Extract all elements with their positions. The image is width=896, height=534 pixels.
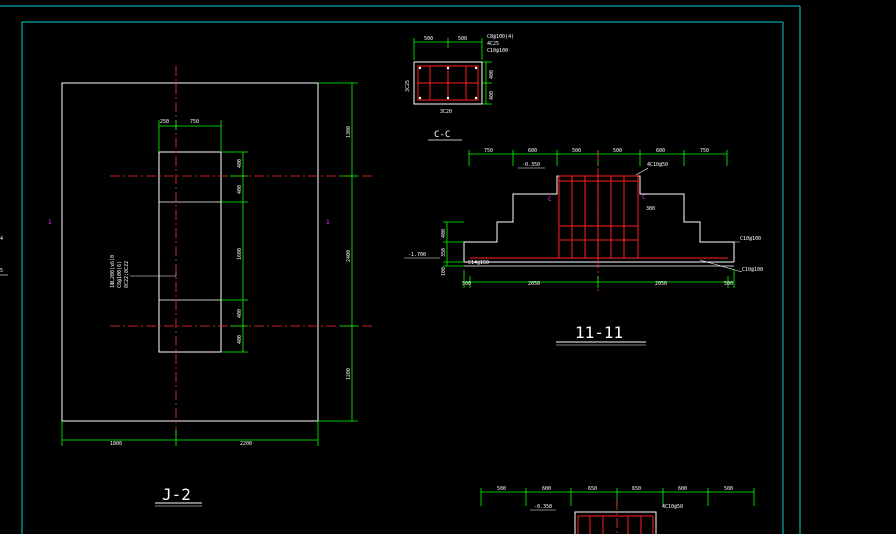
section-bottom-partial: 500 600 650 650 600 500 -0.350 4C10@50 (480, 486, 755, 534)
dimension-label: 2400 (346, 250, 352, 262)
dimension-label: 500 (724, 486, 733, 492)
cc-title: C-C (434, 130, 450, 140)
level-label: -1.700 (408, 252, 426, 258)
section-marker-right: 1 (326, 219, 330, 226)
dimension-label: 500 (424, 36, 433, 42)
level-label: -0.350 (522, 162, 540, 168)
dimension-label: 380 (646, 206, 655, 212)
section-title: 11-11 (575, 323, 623, 342)
footing-outline (61, 82, 319, 422)
cc-rebar-dots (418, 66, 478, 100)
rebar-note: 4C10@50 (647, 162, 668, 168)
dimension-label: 400 (489, 91, 495, 100)
rebar-note: C10@100 (742, 267, 763, 273)
column-rebar-note: 1ФL200(x6)0 C8@100(6) 8C22;8C22 (110, 255, 176, 288)
rebar-note: 3C20 (440, 109, 452, 115)
s11-bottom-dimensions (463, 270, 735, 288)
dimension-label: 2050 (655, 281, 667, 287)
dimension-label: 350 (441, 248, 447, 257)
dimension-label: 400 (237, 335, 243, 344)
dimension-label: 500 (613, 148, 622, 154)
dimension-label: 1600 (237, 248, 243, 260)
s11-rebar-cage (470, 175, 728, 259)
dimension-label: 1800 (110, 441, 122, 447)
dimension-label: 600 (528, 148, 537, 154)
level-label: -0.350 (534, 504, 552, 510)
dimension-label: 400 (237, 185, 243, 194)
s11-footing-profile (463, 175, 735, 262)
dimension-label: 1300 (346, 126, 352, 138)
dimension-label: 750 (484, 148, 493, 154)
cc-rebar (417, 65, 479, 101)
svg-text:1ФL200(x6)0: 1ФL200(x6)0 (110, 255, 116, 288)
cc-section: 500 500 C8@100(4) 4C25 C10@100 3C25 400 … (405, 34, 514, 141)
section-11: 750 600 500 500 600 750 -0.350 4C10@50 (404, 148, 763, 346)
sb-column-outline (574, 511, 657, 534)
rebar-note: 4C25 (487, 41, 499, 47)
edge-mark: 5 (0, 268, 3, 274)
column-outline (158, 151, 222, 353)
sb-rebar (577, 515, 654, 534)
dimension-label: 2050 (528, 281, 540, 287)
dimension-label: 650 (588, 486, 597, 492)
section-marker: C (642, 194, 646, 201)
plan-inner-dimensions (221, 151, 248, 353)
dimension-label: 750 (700, 148, 709, 154)
section-marker: C (548, 196, 552, 203)
edge-mark: 4 (0, 236, 3, 242)
sb-top-dimensions (480, 488, 755, 506)
dimension-label: 400 (237, 309, 243, 318)
dimension-label: 100 (441, 267, 447, 276)
rebar-note: C8@100(4) (487, 34, 514, 40)
svg-text:C8@100(6): C8@100(6) (117, 261, 123, 288)
cc-top-dimensions (413, 38, 492, 105)
dimension-label: 400 (489, 70, 495, 79)
rebar-note: 3C25 (405, 80, 411, 92)
dimension-label: 600 (656, 148, 665, 154)
dimension-label: 1200 (346, 368, 352, 380)
dimension-label: 500 (458, 36, 467, 42)
dimension-label: 250 (160, 119, 169, 125)
dimension-label: 500 (572, 148, 581, 154)
rebar-note: C10@100 (740, 236, 761, 242)
dimension-label: 400 (237, 159, 243, 168)
rebar-note: 4C10@50 (662, 504, 683, 510)
plan-top-dimensions (158, 120, 222, 152)
dimension-label: 500 (724, 281, 733, 287)
rebar-note: C10@100 (487, 48, 508, 54)
drawing-frame (0, 5, 801, 534)
plan-j2: 250 750 400 400 1600 400 400 1300 2400 1… (48, 66, 372, 507)
dimension-label: 2200 (240, 441, 252, 447)
dimension-label: 650 (632, 486, 641, 492)
s11-left-dimensions (443, 221, 464, 267)
left-edge-marks: 4 5 (0, 236, 8, 276)
plan-right-dimensions (318, 82, 358, 422)
dimension-label: 600 (542, 486, 551, 492)
section-marker-left: 1 (48, 219, 52, 226)
plan-bottom-dimensions (61, 421, 319, 446)
plan-title: J-2 (162, 485, 191, 504)
rebar-note: C14@150 (468, 260, 489, 266)
dimension-label: 600 (678, 486, 687, 492)
dimension-label: 500 (497, 486, 506, 492)
dimension-label: 400 (441, 229, 447, 238)
dimension-label: 500 (462, 281, 471, 287)
cc-column-outline (413, 61, 483, 105)
dimension-label: 750 (190, 119, 199, 125)
svg-text:8C22;8C22: 8C22;8C22 (124, 261, 130, 288)
